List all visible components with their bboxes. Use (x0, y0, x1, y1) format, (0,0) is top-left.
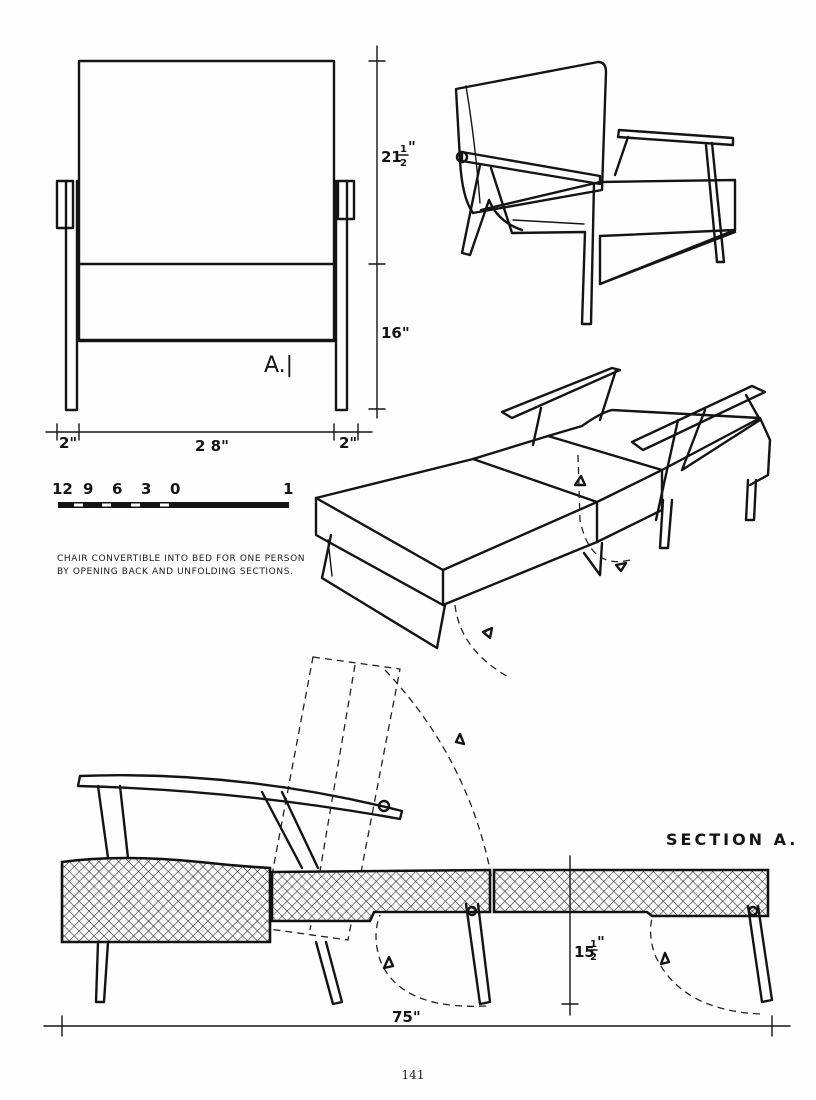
mattress-mid (471, 434, 664, 504)
figure-caption: CHAIR CONVERTIBLE INTO BED FOR ONE PERSO… (57, 553, 327, 579)
scale-bar-body (58, 502, 289, 508)
scale-label-1: 1 (283, 480, 293, 498)
rear-arm (616, 128, 735, 147)
chair-seat (479, 178, 737, 238)
bed-perspective (314, 366, 772, 679)
front-arm (460, 150, 602, 186)
back-height-unit: " (408, 138, 416, 156)
chair-back-panel (77, 59, 336, 343)
right-leg (334, 179, 349, 412)
back-height-frac-num: 1 (400, 144, 407, 155)
seat-height-dimension: 16" (381, 324, 410, 342)
view-label: A.| (264, 353, 293, 378)
seat-cushion (60, 856, 272, 944)
bed-front-legs (320, 533, 447, 650)
left-leg (64, 179, 79, 412)
back-height-frac-den: 2 (400, 158, 407, 169)
end-cushion (492, 868, 770, 918)
bed-height-frac-num: 1 (590, 939, 597, 950)
chair-back (454, 60, 608, 215)
caption-line-1: CHAIR CONVERTIBLE INTO BED FOR ONE PERSO… (57, 554, 306, 564)
left-arm-block (55, 179, 75, 230)
front-leg (489, 166, 596, 326)
rear-leg (704, 141, 726, 264)
hinged-leg-1 (464, 902, 492, 1006)
arm-knob (455, 150, 469, 164)
bed-length-dimension: 75" (392, 1008, 421, 1026)
horizontal-dimension: 2" 2 8" 2" (45, 423, 373, 455)
arm-left-dimension: 2" (59, 434, 77, 452)
mattress-top (314, 457, 599, 572)
scale-label-12: 12 (52, 480, 73, 498)
section-label: SECTION A. (666, 830, 798, 849)
scale-label-9: 9 (83, 480, 93, 498)
middle-cushion (270, 868, 492, 923)
bed-height-frac-den: 2 (590, 952, 597, 963)
scale-label-0: 0 (170, 480, 180, 498)
back-height-whole: 21 (381, 148, 402, 166)
bed-left-arm (500, 366, 622, 420)
caption-line-2: BY OPENING BACK AND UNFOLDING SECTIONS. (57, 567, 294, 577)
section-arm-rest (76, 774, 404, 821)
chair-perspective (454, 60, 737, 326)
hinged-leg-2 (746, 904, 774, 1004)
page-number: 141 (401, 1068, 425, 1082)
section-a: SECTION A. 15 1 2 " (43, 656, 798, 1037)
rear-leg-section (314, 940, 344, 1006)
scale-label-3: 3 (141, 480, 151, 498)
scale-label-6: 6 (112, 480, 122, 498)
scale-bar: 12 9 6 3 0 1 (52, 480, 293, 508)
seat-width-dimension: 2 8" (195, 437, 229, 455)
front-leg-section (94, 940, 110, 1004)
bed-height-whole: 15 (574, 943, 595, 961)
arm-right-dimension: 2" (339, 434, 357, 452)
raised-back-outline (261, 656, 401, 941)
bed-height-unit: " (597, 933, 605, 951)
front-elevation: A.| (55, 59, 356, 412)
right-arm-block (336, 179, 356, 221)
vertical-dimension: 21 1 2 " 16" (368, 45, 416, 419)
bed-right-arm (630, 384, 767, 452)
